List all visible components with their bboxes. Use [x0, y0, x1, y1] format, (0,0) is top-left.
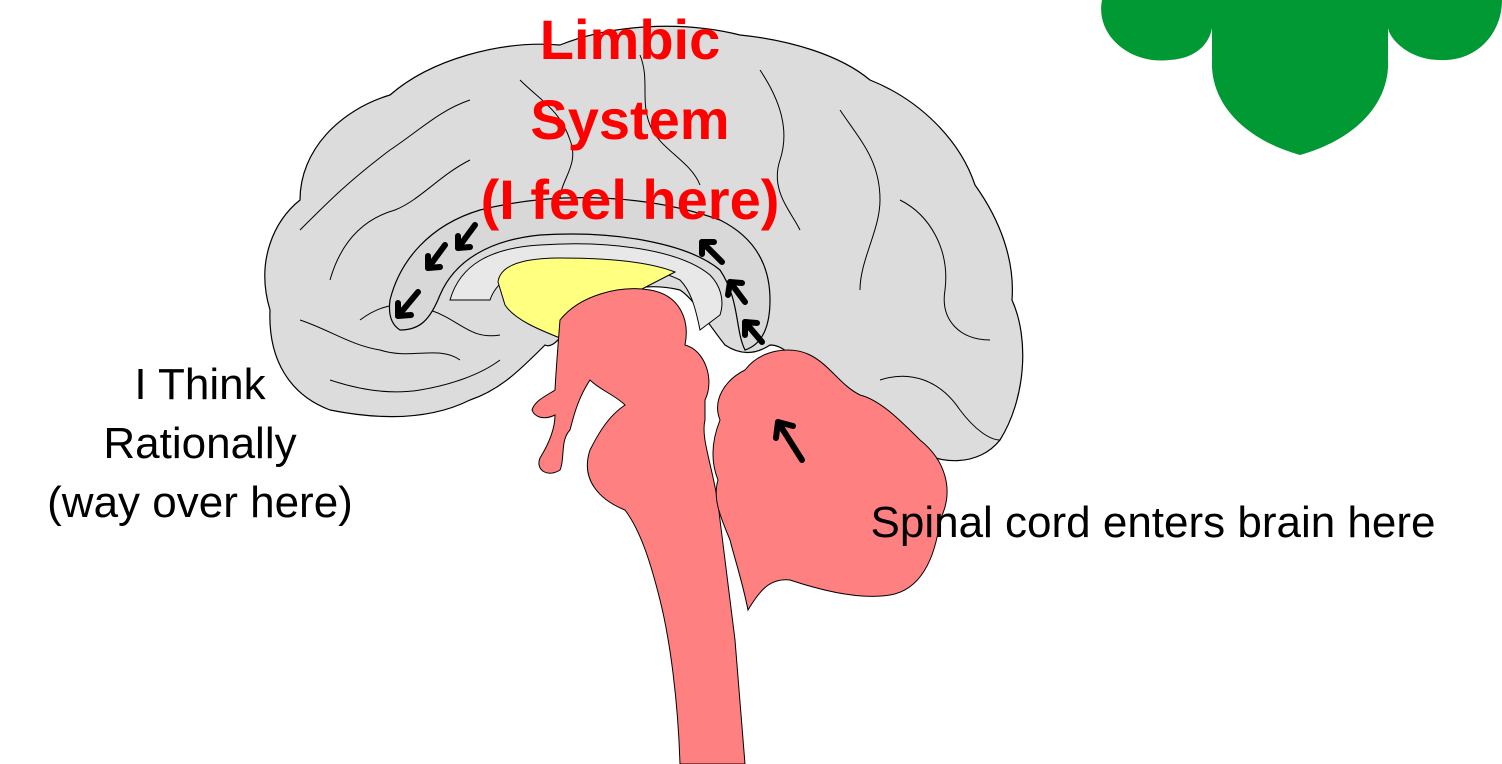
limbic-line-2: System: [455, 80, 805, 160]
think-line-1: I Think: [0, 355, 400, 414]
limbic-line-1: Limbic: [455, 0, 805, 80]
limbic-line-3: (I feel here): [455, 160, 805, 240]
think-line-2: Rationally: [0, 414, 400, 473]
limbic-system-label: Limbic System (I feel here): [455, 0, 805, 240]
think-rationally-label: I Think Rationally (way over here): [0, 355, 400, 532]
spinal-cord-label: Spinal cord enters brain here: [808, 493, 1498, 553]
trefoil-icon: [1101, 0, 1502, 155]
think-line-3: (way over here): [0, 473, 400, 532]
brainstem: [532, 289, 745, 764]
